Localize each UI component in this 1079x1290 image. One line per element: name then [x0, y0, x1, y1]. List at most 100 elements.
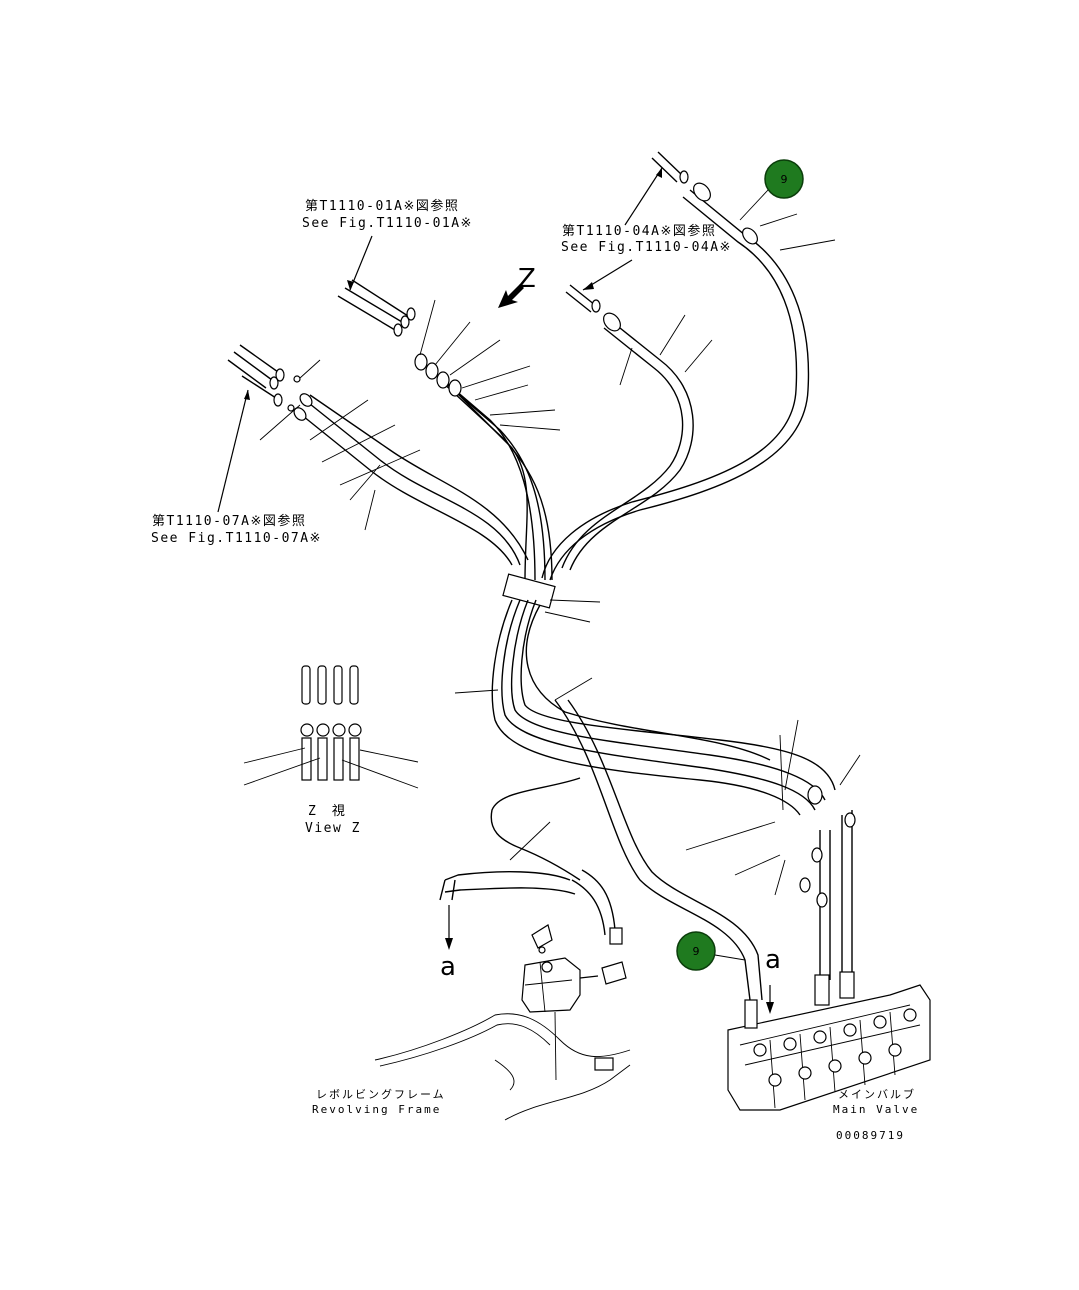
port: [843, 1023, 857, 1037]
frame-edge: [374, 1013, 631, 1061]
callout-label: 9: [693, 945, 700, 958]
hose: [567, 699, 763, 1001]
block-edge: [524, 961, 573, 1013]
fitting: [400, 315, 410, 329]
main-valve-en: Main Valve: [833, 1103, 919, 1116]
fitting: [269, 376, 279, 390]
fitting-row-top: [301, 665, 359, 705]
hose: [525, 604, 771, 761]
hose: [549, 189, 810, 581]
connector-a-left: a: [440, 952, 456, 982]
leader-line: [259, 359, 421, 531]
elbow-fitting: [531, 924, 553, 949]
hose-fitting: [742, 227, 758, 245]
port: [828, 1059, 842, 1073]
ref-label-top-right: 第T1110-04A※図参照 See Fig.T1110-04A※: [561, 167, 732, 291]
callout-bottom[interactable]: 9: [676, 931, 746, 971]
leader-line: [685, 821, 786, 896]
pipe-ends-top-right: [565, 151, 689, 313]
hose: [571, 869, 616, 936]
hose-fitting: [425, 362, 439, 380]
hose: [561, 327, 684, 569]
hose: [439, 379, 553, 581]
fitting: [816, 892, 828, 908]
hose-fitting: [414, 353, 428, 371]
valve-block: [521, 957, 581, 1013]
pipe: [651, 151, 684, 183]
arrowhead: [766, 1002, 774, 1014]
hose: [541, 196, 798, 579]
fitting: [300, 723, 314, 737]
hose: [451, 387, 528, 581]
view-z-en: View Z: [305, 821, 361, 836]
hose: [569, 319, 694, 571]
fitting: [406, 307, 416, 321]
port: [858, 1051, 872, 1065]
hose: [520, 599, 836, 791]
leader-line: [419, 299, 561, 431]
port: [903, 1008, 917, 1022]
pipe: [565, 284, 596, 313]
valve-fitting: [814, 974, 830, 1006]
leader-line: [714, 954, 746, 961]
hose-fitting: [693, 182, 711, 202]
hose-fitting: [299, 393, 313, 407]
valve-fitting: [839, 971, 855, 999]
hose: [439, 879, 456, 901]
leader-line: [554, 1011, 557, 1081]
fitting: [273, 393, 283, 407]
pipe-bundle: [337, 279, 409, 331]
hose-fitting: [436, 371, 450, 389]
o-ring: [538, 946, 546, 954]
frame-edge: [379, 1023, 551, 1067]
hose: [490, 777, 581, 881]
fitting: [275, 368, 285, 382]
o-ring: [293, 375, 301, 383]
hose-end: [301, 737, 312, 781]
ref-left-en: See Fig.T1110-07A※: [151, 531, 322, 546]
pipe-ends-left: [227, 344, 301, 412]
arrowhead: [445, 938, 453, 950]
hose: [444, 871, 571, 881]
leader-line: [779, 719, 861, 811]
fitting: [811, 847, 823, 863]
hose: [419, 359, 536, 581]
port: [783, 1037, 797, 1051]
port: [873, 1015, 887, 1029]
ref-top-right-en: See Fig.T1110-04A※: [561, 240, 732, 255]
fitting: [609, 927, 623, 945]
leader-line: [454, 677, 593, 701]
revolving-frame-en: Revolving Frame: [312, 1103, 441, 1116]
callout-circle: [764, 159, 804, 199]
frame-edge: [494, 1059, 631, 1121]
fitting-row-bottom: [300, 723, 362, 781]
arrowhead: [583, 282, 594, 290]
port: [888, 1043, 902, 1057]
hose-fitting: [603, 312, 621, 332]
leader-line: [619, 314, 713, 386]
hose: [501, 599, 816, 811]
main-valve: a メインバルブ Main Valve: [727, 945, 931, 1116]
arrowhead: [656, 168, 662, 178]
callout-top[interactable]: 9: [739, 159, 804, 221]
lower-left-assembly: a レボルビングフレーム Revolving Frame: [312, 777, 631, 1121]
port: [798, 1066, 812, 1080]
port: [753, 1043, 767, 1057]
fitting: [393, 323, 403, 337]
view-z-arrow: Z: [498, 264, 536, 308]
leader-line: [509, 821, 551, 861]
leader-line: [759, 213, 836, 251]
callout-circle: [676, 931, 716, 971]
revolving-frame-jp: レボルビングフレーム: [316, 1087, 446, 1101]
ref-label-top-left: 第T1110-01A※図参照 See Fig.T1110-01A※: [302, 198, 471, 291]
hose: [309, 394, 529, 561]
main-valve-jp: メインバルブ: [838, 1087, 916, 1101]
leader-lines: [259, 213, 861, 896]
fitting: [301, 665, 311, 705]
arrowhead: [347, 280, 354, 290]
port: [768, 1073, 782, 1087]
leader-line: [739, 189, 769, 221]
hose-bundle: [293, 182, 856, 1001]
fitting: [349, 665, 359, 705]
ref-top-right-jp: 第T1110-04A※図参照: [562, 223, 716, 239]
